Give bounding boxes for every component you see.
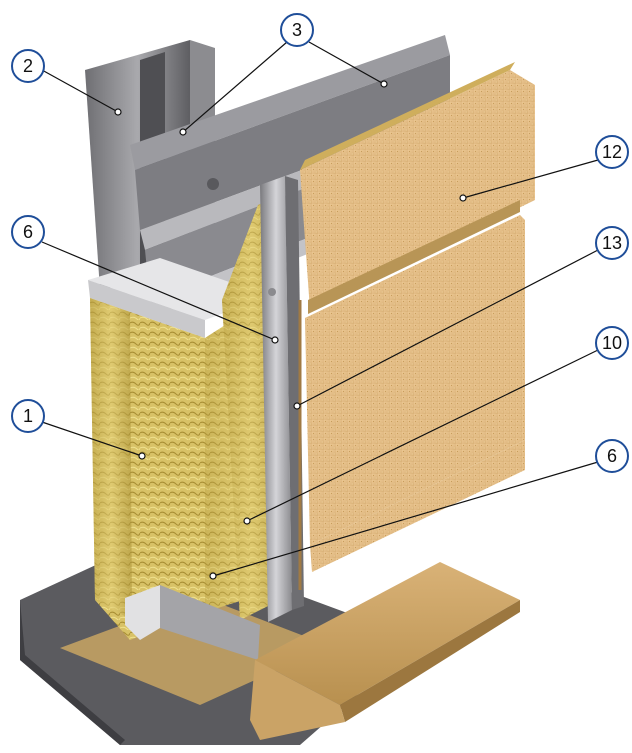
callout-6-lower: 6 (595, 439, 629, 473)
callout-2: 2 (11, 49, 45, 83)
callout-10: 10 (595, 326, 629, 360)
callout-13: 13 (595, 226, 629, 260)
callout-6-upper: 6 (11, 215, 45, 249)
callout-12: 12 (595, 135, 629, 169)
callout-1-label: 1 (23, 406, 33, 426)
facade-panels (298, 62, 535, 590)
callout-6-lower-label: 6 (607, 446, 617, 466)
callout-3-label: 3 (292, 20, 302, 40)
callout-10-label: 10 (602, 333, 622, 353)
callout-1: 1 (11, 399, 45, 433)
callout-12-label: 12 (602, 142, 622, 162)
base-profile (125, 585, 260, 660)
callout-2-label: 2 (23, 56, 33, 76)
leader-lines (41, 41, 599, 580)
callout-6-upper-label: 6 (23, 222, 33, 242)
sill-flashing (250, 562, 520, 740)
callout-13-label: 13 (602, 233, 622, 253)
callout-3: 3 (280, 13, 314, 47)
